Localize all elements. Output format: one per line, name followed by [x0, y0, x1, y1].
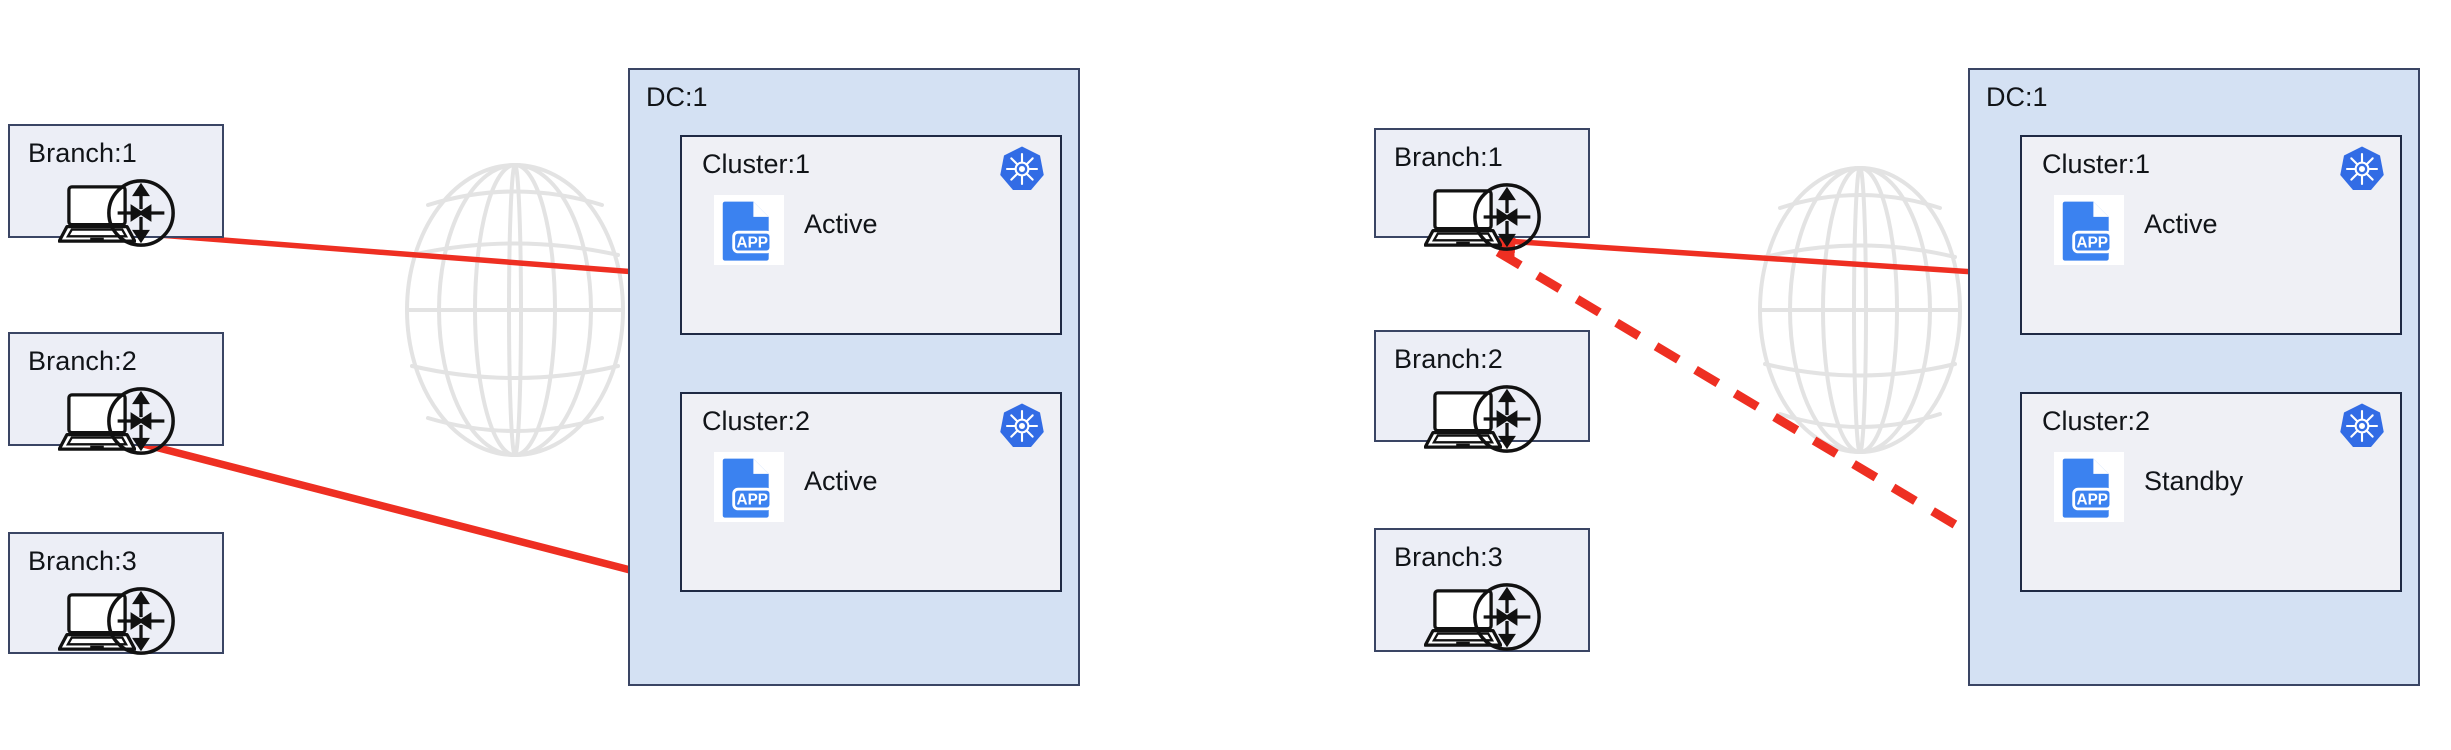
router-icon — [107, 587, 175, 655]
router-icon — [107, 179, 175, 247]
cluster-box-1[interactable]: Cluster:1 — [680, 135, 1062, 335]
cluster-box-1[interactable]: Cluster:1 — [2020, 135, 2402, 335]
router-icon — [107, 387, 175, 455]
app-file-icon: APP — [2054, 452, 2124, 522]
globe-icon-left — [405, 163, 625, 457]
cluster-box-2[interactable]: Cluster:2 — [680, 392, 1062, 592]
branch-box-1[interactable]: Branch:1 — [8, 124, 224, 247]
cluster-status: Active — [2144, 209, 2218, 239]
branch-box-2[interactable]: Branch:2 — [8, 332, 224, 455]
app-file-icon: APP — [714, 452, 784, 522]
router-icon — [1473, 583, 1541, 651]
svg-text:APP: APP — [737, 235, 768, 252]
laptop-icon — [58, 185, 136, 243]
dc-box[interactable]: DC:1 Cluster:1 — [628, 68, 1080, 686]
cluster-status: Standby — [2144, 466, 2244, 496]
cluster-label: Cluster:2 — [702, 406, 811, 436]
app-file-icon: APP — [2054, 195, 2124, 265]
kubernetes-icon — [2340, 403, 2384, 447]
cluster-status: Active — [804, 466, 878, 496]
cluster-box-2[interactable]: Cluster:2 — [2020, 392, 2402, 592]
svg-text:APP: APP — [2077, 235, 2108, 252]
app-file-icon: APP — [714, 195, 784, 265]
cluster-label: Cluster:2 — [2042, 406, 2151, 436]
branch-label: Branch:3 — [1394, 542, 1503, 572]
dc-box[interactable]: DC:1 Cluster:1 — [1968, 68, 2420, 686]
cluster-label: Cluster:1 — [702, 149, 811, 179]
globe-icon-right — [1758, 166, 1962, 454]
branch-box-3[interactable]: Branch:3 — [8, 532, 224, 655]
connection-branch1-cluster1 — [132, 230, 706, 291]
branch-box-2[interactable]: Branch:2 — [1374, 330, 1590, 453]
branch-label: Branch:2 — [1394, 344, 1503, 374]
dc-label: DC:1 — [646, 82, 708, 112]
cluster-status: Active — [804, 209, 878, 239]
kubernetes-icon — [1000, 403, 1044, 447]
router-icon — [1473, 183, 1541, 251]
connection-cluster1-branch1 — [1484, 226, 2051, 280]
router-icon — [1473, 385, 1541, 453]
branch-box-1[interactable]: Branch:1 — [1374, 128, 1590, 251]
dc-label: DC:1 — [1986, 82, 2048, 112]
kubernetes-icon — [1000, 146, 1044, 190]
kubernetes-icon — [2340, 146, 2384, 190]
svg-text:APP: APP — [2077, 492, 2108, 509]
branch-box-3[interactable]: Branch:3 — [1374, 528, 1590, 652]
svg-text:APP: APP — [737, 492, 768, 509]
branch-label: Branch:3 — [28, 546, 137, 576]
cluster-label: Cluster:1 — [2042, 149, 2151, 179]
branch-label: Branch:2 — [28, 346, 137, 376]
branch-label: Branch:1 — [28, 138, 137, 168]
branch-label: Branch:1 — [1394, 142, 1503, 172]
